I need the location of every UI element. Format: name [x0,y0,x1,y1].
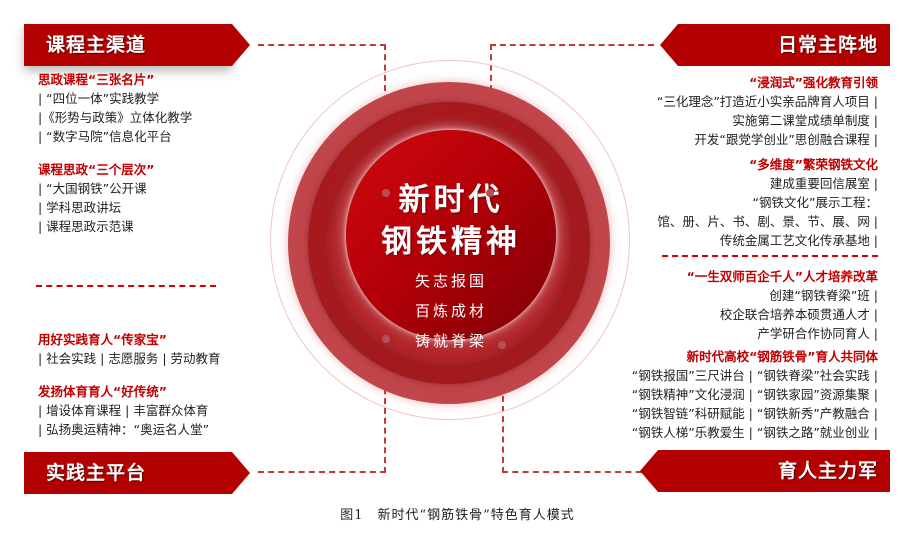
group-heading: 课程思政“三个层次” [38,162,155,177]
banner-label: 实践主平台 [46,462,147,484]
banner-label: 育人主力军 [777,460,878,482]
list-item: “三化理念”打造近小实亲品牌育人项目 | [656,94,878,109]
banner-daily-front: 日常主阵地 [660,24,890,66]
banner-label: 日常主阵地 [777,34,878,56]
list-item: 实施第二课堂成绩单制度 | [732,113,878,128]
group-heading: “一生双师百企千人”人才培养改革 [686,269,878,284]
anchor-dot-bottom-left [382,335,390,343]
divider-left [36,285,216,287]
banner-practice-platform: 实践主平台 [24,452,250,494]
list-item: 传统金属工艺文化传承基地 | [719,233,878,248]
center-title-line1: 新时代 [398,182,504,218]
list-item: | 课程思政示范课 [38,219,134,234]
center-title-line2: 钢铁精神 [381,224,521,260]
figure-caption: 图1 新时代“钢筋铁骨”特色育人模式 [340,508,575,523]
banner-course-channel: 课程主渠道 [24,24,250,66]
list-item: “钢铁报国”三尺讲台 | “钢铁脊梁”社会实践 | [631,368,878,383]
core-circle: 新时代 钢铁精神 矢志报国 百炼成材 铸就脊梁 [346,130,556,350]
center-sub-2: 百炼成材 [414,302,487,320]
list-item: 产学研合作协同育人 | [757,326,878,341]
list-item: 校企联合培养本硕贯通人才 | [719,307,878,322]
anchor-dot-bottom-right [498,341,506,349]
group-heading: 新时代高校“钢筋铁骨”育人共同体 [686,349,878,364]
anchor-dot-top-right [486,189,494,197]
top-left-block: 思政课程“三张名片” | “四位一体”实践教学 |《形势与政策》立体化教学 | … [38,70,192,236]
list-item: 馆、册、片、书、剧、景、节、展、网 | [657,214,878,229]
bottom-right-block: “一生双师百企千人”人才培养改革 创建“钢铁脊梁”班 | 校企联合培养本硕贯通人… [632,267,878,442]
list-item: |《形势与政策》立体化教学 [38,110,193,125]
list-item: | “数字马院”信息化平台 [38,129,172,144]
anchor-dot-top-left [382,189,390,197]
group-heading: 发扬体育育人“好传统” [38,384,167,399]
list-item: 开发“跟党学创业”思创融合课程 | [694,132,878,147]
list-item: | 弘扬奥运精神：“奥运名人堂” [38,422,210,437]
list-item: “钢铁精神”文化浸润 | “钢铁家园”资源集聚 | [631,387,878,402]
list-item: “钢铁文化”展示工程： [752,195,878,210]
center-graphic: 新时代 钢铁精神 矢志报国 百炼成材 铸就脊梁 [270,60,630,420]
list-item: 建成重要回信展室 | [769,176,878,191]
center-sub-1: 矢志报国 [414,272,487,290]
center-sub-3: 铸就脊梁 [414,332,487,350]
list-item: 创建“钢铁脊梁”班 | [769,288,878,303]
group-heading: “多维度”繁荣钢铁文化 [749,157,878,172]
list-item: | 学科思政讲坛 [38,200,122,215]
group-heading: 思政课程“三张名片” [38,72,155,87]
banner-education-force: 育人主力军 [640,450,890,492]
banner-label: 课程主渠道 [46,34,147,56]
top-right-block: “浸润式”强化教育引领 “三化理念”打造近小实亲品牌育人项目 | 实施第二课堂成… [657,73,878,250]
list-item: | “四位一体”实践教学 [38,91,160,106]
divider-right [662,255,878,257]
group-heading: “浸润式”强化教育引领 [749,75,878,90]
list-item: “钢铁人梯”乐教爱生 | “钢铁之路”就业创业 | [631,425,878,440]
list-item: | “大国钢铁”公开课 [38,181,147,196]
group-heading: 用好实践育人“传家宝” [38,332,167,347]
list-item: | 增设体育课程 | 丰富群众体育 [38,403,209,418]
list-item: “钢铁智链”科研赋能 | “钢铁新秀”产教融合 | [631,406,878,421]
list-item: | 社会实践 | 志愿服务 | 劳动教育 [38,351,221,366]
halo-ring [270,60,630,420]
bottom-left-block: 用好实践育人“传家宝” | 社会实践 | 志愿服务 | 劳动教育 发扬体育育人“… [38,330,221,439]
